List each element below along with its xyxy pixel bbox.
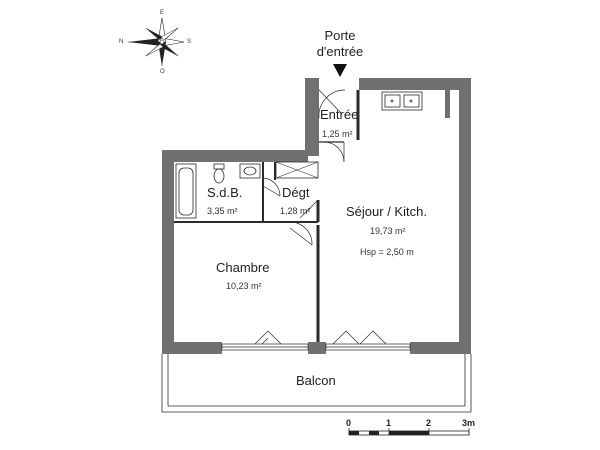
room-chambre-name: Chambre [216,260,270,275]
room-sejour-name: Séjour / Kitch. [346,204,427,219]
scale-tick-2: 2 [426,418,432,428]
room-entree-area: 1,25 m² [322,129,353,139]
entrance-arrow-icon [333,64,347,77]
toilet-icon [213,163,225,184]
kitchen-sink-icon [381,91,423,111]
entrance-label-line2: d'entrée [316,44,364,60]
room-sejour-area: 19,73 m² [370,226,406,236]
scale-tick-3: 3m [462,418,476,428]
partitions [174,90,360,342]
entrance-label: Porte d'entrée [305,28,375,61]
balcony-outline [161,354,472,413]
scale-tick-1: 1 [386,418,392,428]
compass-west-label: O [160,69,165,75]
scale-tick-0: 0 [346,418,352,428]
windows [221,330,411,351]
compass-south-label: S [187,39,192,45]
room-balcon-name: Balcon [296,373,336,388]
room-sdb-area: 3,35 m² [207,206,238,216]
room-degt-area: 1,28 m² [280,206,311,216]
room-entree-name: Entrée [320,107,359,122]
room-sejour-height: Hsp = 2,50 m [360,247,414,257]
scale-bar [348,428,470,436]
compass-east-label: E [160,10,165,16]
washbasin-icon [239,163,261,179]
bathtub-icon [175,163,197,219]
compass-rose-icon [128,17,185,66]
compass-north-label: N [119,39,124,45]
doors [262,89,346,246]
walls [162,78,471,354]
room-degt-name: Dégt [282,185,310,200]
room-chambre-area: 10,23 m² [226,281,262,291]
room-sdb-name: S.d.B. [207,185,243,200]
entrance-label-line1: Porte [324,28,356,43]
